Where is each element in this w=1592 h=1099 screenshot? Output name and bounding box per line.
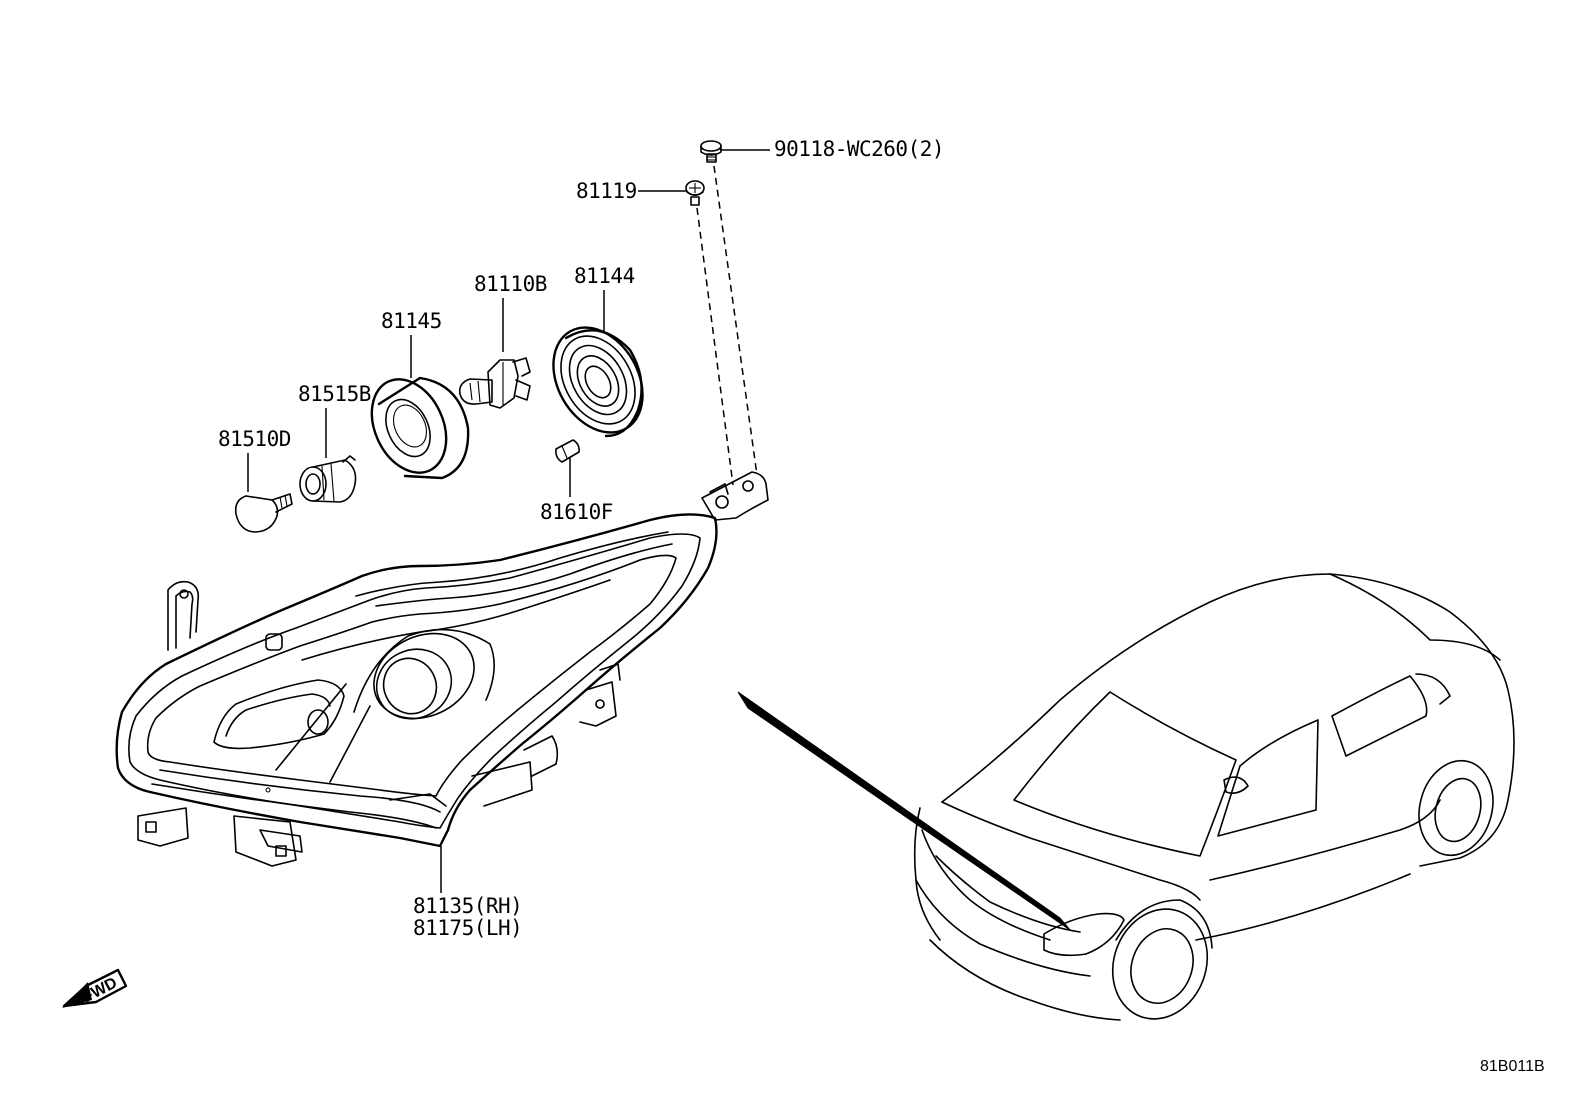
seal-81145-icon xyxy=(370,376,470,480)
cover-81144-icon xyxy=(552,326,644,438)
label-90118-wc260: 90118-WC260(2) xyxy=(774,137,944,161)
label-81510d: 81510D xyxy=(218,427,291,451)
diagram-reference-code: 81B011B xyxy=(1480,1058,1545,1075)
bolt-90118-wc260-icon xyxy=(700,140,722,163)
label-81145: 81145 xyxy=(381,309,442,333)
fwd-direction-arrow-icon: FWD xyxy=(62,968,128,1008)
headlamp-assembly-81135-81175 xyxy=(115,471,769,867)
vehicle-location-view xyxy=(913,573,1515,1021)
label-81610f: 81610F xyxy=(540,500,613,524)
label-81175-lh: 81175(LH) xyxy=(413,916,522,940)
label-81135-rh: 81135(RH) xyxy=(413,894,522,918)
bolt-dashed-paths xyxy=(696,165,758,486)
label-81144: 81144 xyxy=(574,264,635,288)
bulb-81610f-icon xyxy=(555,439,580,463)
screw-81119-icon xyxy=(685,180,705,206)
label-81119: 81119 xyxy=(576,179,637,203)
socket-81515b-icon xyxy=(299,455,357,503)
label-81110b: 81110B xyxy=(474,272,547,296)
leader-lines xyxy=(247,149,770,893)
label-81515b: 81515B xyxy=(298,382,371,406)
location-pointer-icon xyxy=(737,691,1071,931)
bulb-81510d-icon xyxy=(234,493,293,533)
bulb-81110b-icon xyxy=(458,357,531,409)
